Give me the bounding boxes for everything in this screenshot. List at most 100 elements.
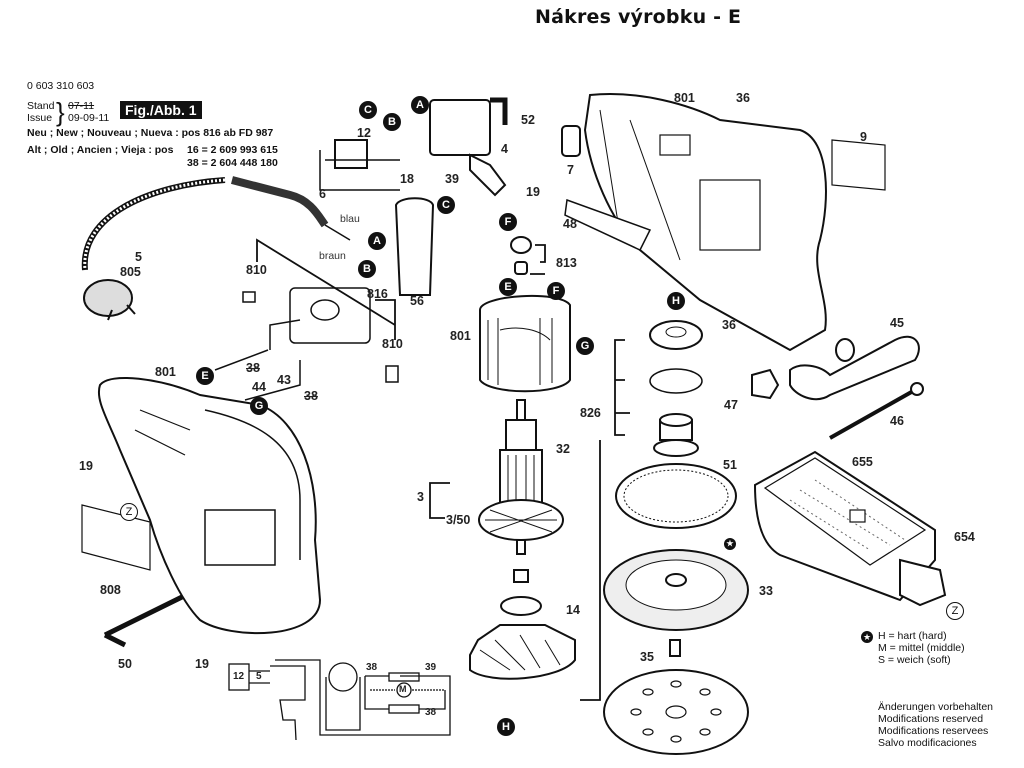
- plate-808: [81, 504, 151, 571]
- callout-47: 47: [724, 398, 738, 412]
- part-number: 0 603 310 603: [27, 80, 95, 92]
- wire-label-blau: blau: [340, 213, 360, 225]
- modification-notes: Änderungen vorbehalten Modifications res…: [878, 701, 993, 749]
- callout-52: 52: [521, 113, 535, 127]
- marker-a: A: [411, 96, 429, 114]
- old-value-16: 16 = 2 609 993 615: [187, 144, 278, 156]
- callout-813: 813: [556, 256, 577, 270]
- callout-19-left: 19: [79, 459, 93, 473]
- callout-810-right: 810: [382, 337, 403, 351]
- marker-c: C: [437, 196, 455, 214]
- marker-z: Z: [120, 503, 138, 521]
- callout-4: 4: [501, 142, 508, 156]
- callout-3-50: 3/50: [446, 513, 471, 527]
- brush-cap: [510, 236, 532, 254]
- screw-35: [669, 639, 681, 657]
- marker-e: E: [196, 367, 214, 385]
- legend-item: H = hart (hard): [878, 630, 947, 642]
- bolt-46: [829, 388, 916, 440]
- star-marker-icon: ★: [724, 538, 736, 550]
- callout-5: 5: [135, 250, 142, 264]
- callout-14: 14: [566, 603, 580, 617]
- dust-box: [753, 450, 947, 607]
- callout-12: 12: [357, 126, 371, 140]
- legend-item: M = mittel (middle): [878, 642, 965, 654]
- callout-19-bottom: 19: [195, 657, 209, 671]
- callout-39: 39: [445, 172, 459, 186]
- callout-38-b: 38: [304, 389, 318, 403]
- callout-801-left: 801: [155, 365, 176, 379]
- old-line: Alt ; Old ; Ancien ; Vieja : pos: [27, 144, 174, 156]
- callout-6: 6: [319, 187, 326, 201]
- schematic-motor: M: [399, 684, 407, 694]
- stand-label: Stand: [27, 100, 55, 112]
- fan: [469, 624, 576, 680]
- callout-36: 36: [736, 91, 750, 105]
- note-es: Salvo modificaciones: [878, 737, 977, 749]
- old-value-38: 38 = 2 604 448 180: [187, 157, 278, 169]
- callout-32: 32: [556, 442, 570, 456]
- marker-b: B: [358, 260, 376, 278]
- callout-36-right: 36: [722, 318, 736, 332]
- callout-46: 46: [890, 414, 904, 428]
- wiring: [214, 287, 399, 401]
- power-cord: [81, 176, 351, 321]
- issue-label: Issue: [27, 112, 53, 124]
- schematic-5: 5: [256, 671, 262, 682]
- callout-9: 9: [860, 130, 867, 144]
- marker-z: Z: [946, 602, 964, 620]
- bearing-sleeve: [513, 569, 529, 583]
- legend-item: S = weich (soft): [878, 654, 951, 666]
- figure-label: Fig./Abb. 1: [120, 101, 202, 119]
- hardness-legend: H = hart (hard) M = mittel (middle) S = …: [878, 630, 965, 666]
- callout-51: 51: [723, 458, 737, 472]
- star-icon: ★: [861, 631, 873, 643]
- marker-c: C: [359, 101, 377, 119]
- wire-label-braun: braun: [319, 250, 346, 262]
- note-en: Modifications reserved: [878, 713, 984, 725]
- callout-43: 43: [277, 373, 291, 387]
- callout-35: 35: [640, 650, 654, 664]
- marker-f: F: [499, 213, 517, 231]
- callout-801-stator: 801: [450, 329, 471, 343]
- marker-e: E: [499, 278, 517, 296]
- allen-key: [103, 594, 184, 648]
- part-48: [564, 198, 652, 251]
- callout-45: 45: [890, 316, 904, 330]
- part-56: [394, 197, 435, 296]
- callout-33: 33: [759, 584, 773, 598]
- brush-cover: [561, 125, 581, 157]
- callout-19-top: 19: [526, 185, 540, 199]
- retaining-ring: [649, 368, 703, 394]
- marker-g: G: [576, 337, 594, 355]
- issue-value: 09-09-11: [68, 112, 110, 124]
- callout-56: 56: [410, 294, 424, 308]
- marker-a: A: [368, 232, 386, 250]
- brush: [514, 261, 528, 275]
- stator: [479, 295, 571, 393]
- marker-h: H: [497, 718, 515, 736]
- callout-805: 805: [120, 265, 141, 279]
- bearing-14: [500, 596, 542, 616]
- callout-808: 808: [100, 583, 121, 597]
- callout-7: 7: [567, 163, 574, 177]
- armature: [478, 399, 564, 555]
- schematic-39: 39: [425, 662, 437, 673]
- page-title: Nákres výrobku - E: [535, 6, 742, 28]
- label-plate: [831, 139, 886, 191]
- note-fr: Modifications reservees: [878, 725, 989, 737]
- note-de: Änderungen vorbehalten: [878, 701, 994, 713]
- schematic-38-top: 38: [366, 662, 378, 673]
- new-line: Neu ; New ; Nouveau ; Nueva : pos 816 ab…: [27, 127, 274, 139]
- callout-44: 44: [252, 380, 266, 394]
- callout-826: 826: [580, 406, 601, 420]
- callout-801: 801: [674, 91, 695, 105]
- housing-left: [97, 376, 322, 635]
- callout-816: 816: [367, 287, 388, 301]
- ring-51: [615, 463, 737, 529]
- callout-18: 18: [400, 172, 414, 186]
- callout-655: 655: [852, 455, 873, 469]
- callout-810-left: 810: [246, 263, 267, 277]
- leader-lines: [256, 238, 630, 701]
